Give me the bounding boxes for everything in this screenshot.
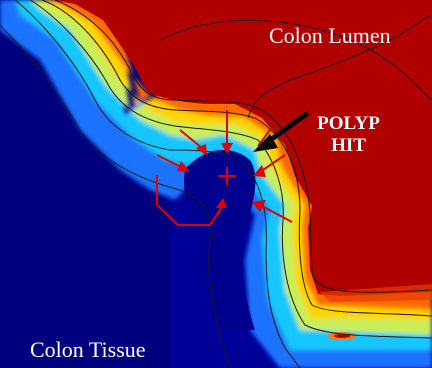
arrow-top-head — [221, 143, 233, 154]
colon-tissue-label: Colon Tissue — [30, 337, 146, 362]
arrow-upper-left-head — [196, 144, 207, 156]
arrow-bottom-head — [216, 198, 227, 208]
colon-lumen-label: Colon Lumen — [269, 23, 391, 48]
polyp-label-line2: HIT — [331, 135, 366, 157]
small-blob-core — [334, 334, 350, 338]
polyp-label-line1: POLYP — [317, 113, 380, 134]
arrow-lower-right-head — [252, 200, 266, 212]
lumen-region — [55, 0, 432, 296]
polyp-interior — [184, 149, 256, 330]
arrow-lower-right-shaft — [261, 205, 293, 223]
arrow-right-head — [253, 165, 266, 177]
lumen-edge — [320, 284, 432, 302]
arrow-upper-right-shaft — [257, 129, 271, 147]
red-annotation — [156, 110, 293, 226]
polyp-hit-pointer — [253, 110, 310, 152]
arrow-upper-left-shaft — [179, 129, 203, 149]
arrow-left-shaft — [156, 154, 184, 169]
polyp-center-marker — [218, 167, 236, 185]
left-bracket — [156, 175, 221, 226]
polyp-hit-label: POLYP HIT — [301, 113, 396, 158]
arrow-left-head — [177, 161, 190, 172]
arrow-right-shaft — [259, 154, 286, 173]
pointer-head — [253, 134, 278, 152]
